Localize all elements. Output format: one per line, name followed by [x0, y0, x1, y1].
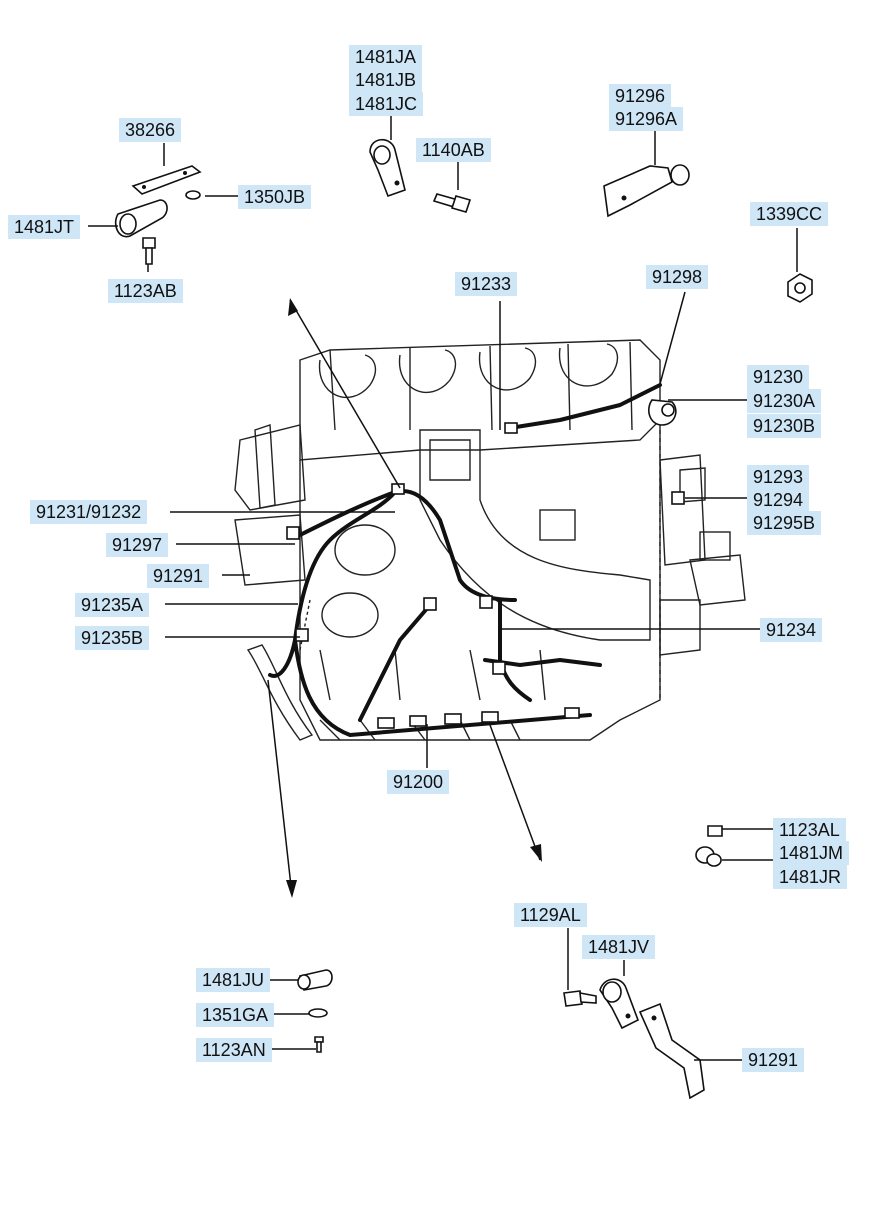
label-38266: 38266: [119, 118, 182, 142]
screw-1123an: [314, 1036, 324, 1053]
label-1481ja: 1481JA: [349, 45, 423, 69]
label-91291-top: 91291: [147, 564, 210, 588]
clamp-1481jt: [114, 199, 168, 238]
nut-1339cc: [787, 273, 813, 303]
label-91294: 91294: [747, 488, 810, 512]
label-1123an: 1123AN: [196, 1038, 272, 1062]
label-1129al: 1129AL: [514, 903, 587, 927]
clip-1481jv: [599, 978, 640, 1030]
label-91234: 91234: [760, 618, 823, 642]
label-1481jr: 1481JR: [773, 865, 848, 889]
label-1123ab: 1123AB: [108, 279, 183, 303]
label-91235a: 91235A: [75, 593, 150, 617]
wiring-harness: [268, 383, 685, 737]
bolt-1123al: [707, 825, 723, 837]
bracket-plate-38266: [131, 165, 202, 195]
label-1351ga: 1351GA: [196, 1003, 275, 1027]
label-1481jc: 1481JC: [349, 92, 424, 116]
label-91230a: 91230A: [747, 389, 822, 413]
clamp-1481jm: [695, 846, 722, 867]
label-91297: 91297: [106, 533, 169, 557]
label-1339cc: 1339CC: [750, 202, 829, 226]
washer-1351ga: [308, 1008, 328, 1018]
bolt-1140ab: [432, 193, 472, 213]
engine-block: [234, 339, 746, 741]
label-1123al: 1123AL: [773, 818, 846, 842]
label-91231-91232: 91231/91232: [30, 500, 148, 524]
bolt-1129al: [563, 990, 597, 1007]
label-1140ab: 1140AB: [416, 138, 491, 162]
label-1481ju: 1481JU: [196, 968, 271, 992]
label-91235b: 91235B: [75, 626, 150, 650]
bolt-1123ab: [142, 237, 156, 265]
leader-lines: [88, 116, 798, 1061]
bracket-91291: [638, 1002, 705, 1100]
washer-1350jb: [185, 190, 201, 200]
label-91296: 91296: [609, 84, 672, 108]
label-1481jm: 1481JM: [773, 841, 850, 865]
bracket-91296: [603, 164, 690, 218]
label-91291-bottom: 91291: [742, 1048, 805, 1072]
label-91230b: 91230B: [747, 414, 822, 438]
label-91233: 91233: [455, 272, 518, 296]
clip-1481ja: [369, 138, 406, 198]
label-1481jb: 1481JB: [349, 68, 423, 92]
label-1350jb: 1350JB: [238, 185, 312, 209]
label-91200: 91200: [387, 770, 450, 794]
label-91295b: 91295B: [747, 511, 822, 535]
direction-arrows: [267, 298, 542, 898]
label-1481jv: 1481JV: [582, 935, 656, 959]
label-91296a: 91296A: [609, 107, 684, 131]
label-91298: 91298: [646, 265, 709, 289]
label-91293: 91293: [747, 465, 810, 489]
label-1481jt: 1481JT: [8, 215, 81, 239]
clamp-1481ju: [297, 969, 333, 991]
label-91230: 91230: [747, 365, 810, 389]
